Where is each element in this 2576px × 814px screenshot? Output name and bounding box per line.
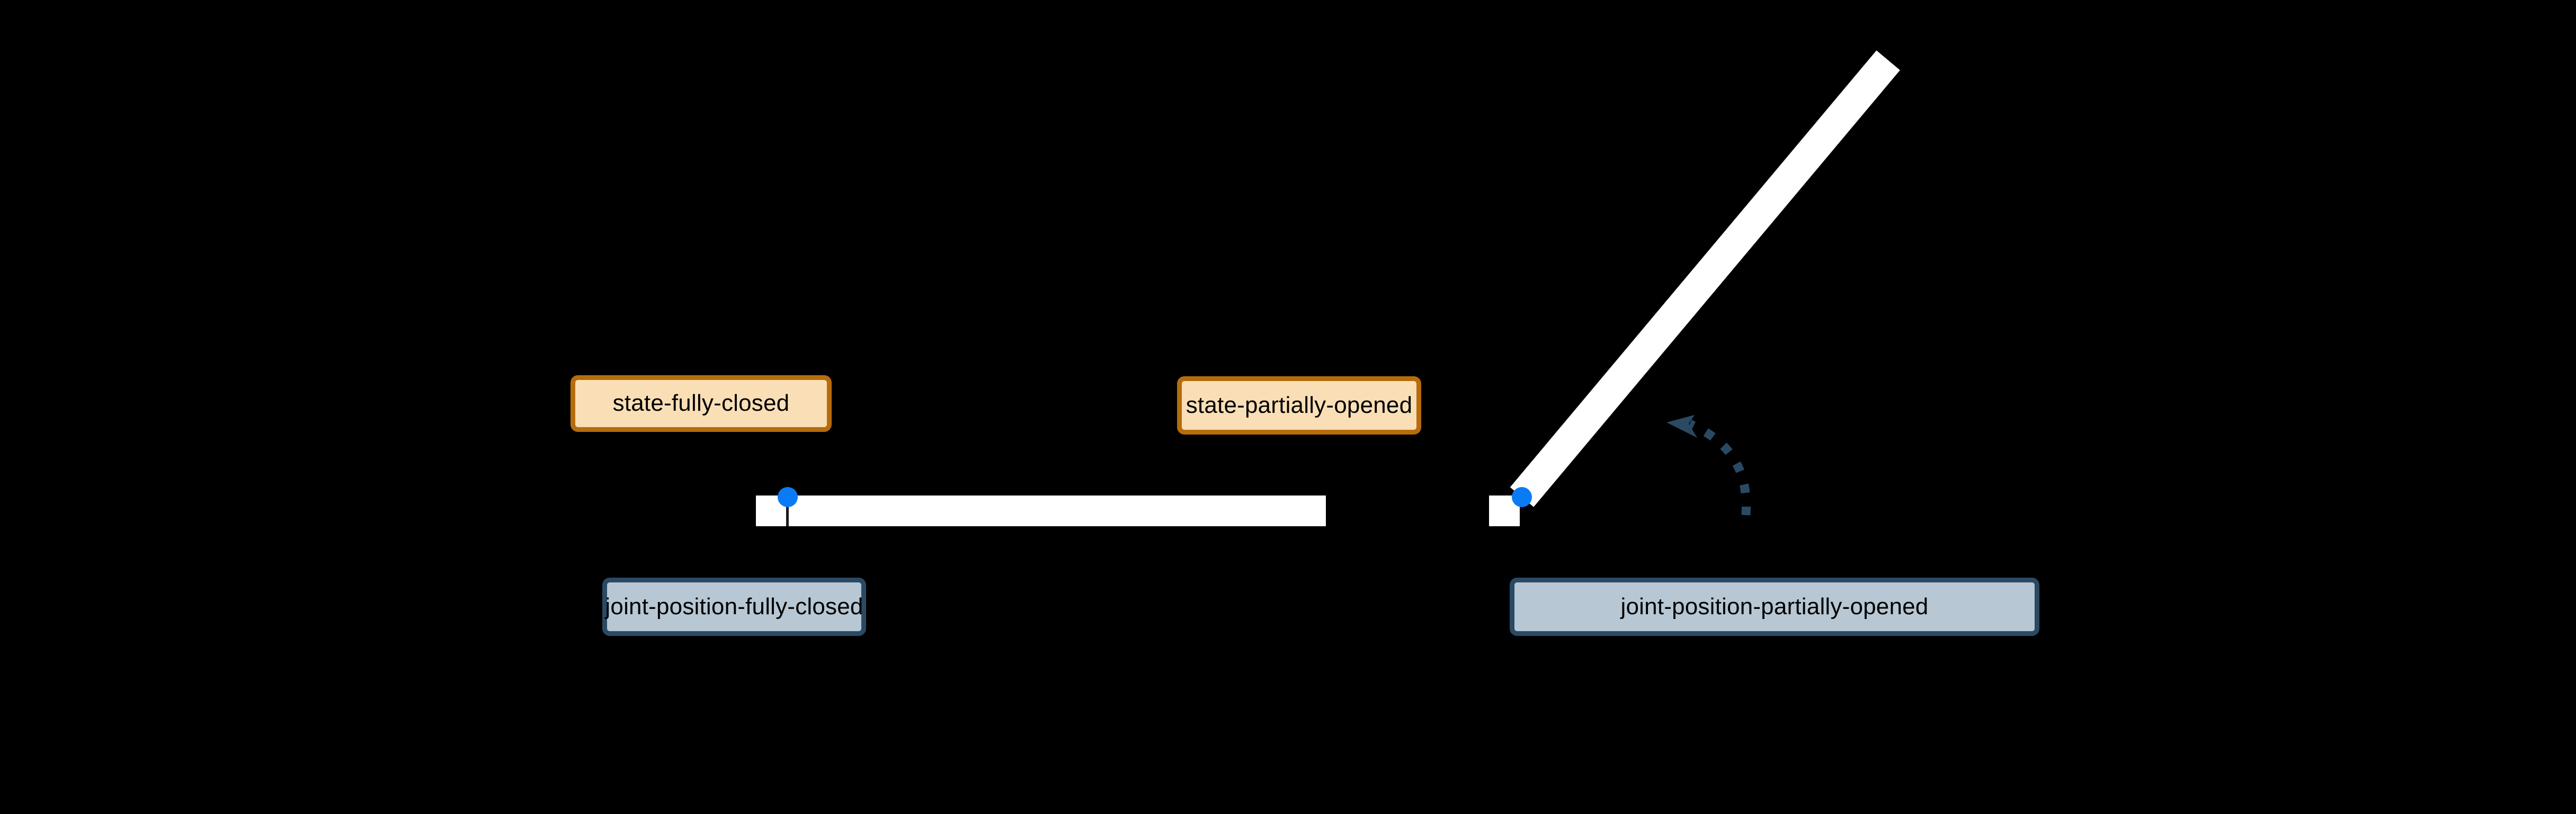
state-label-partially-opened: state-partially-opened	[1177, 376, 1421, 435]
joint-position-label-fully-closed-text: joint-position-fully-closed	[605, 593, 863, 620]
joint-dot-fully-closed	[778, 487, 798, 507]
state-label-fully-closed: state-fully-closed	[571, 375, 832, 432]
mechanism-bar-fully-closed	[756, 496, 1326, 526]
joint-position-label-fully-closed: joint-position-fully-closed	[602, 578, 866, 636]
rotation-direction-arrow-arc	[1688, 420, 1751, 516]
rotation-direction-arrow-head	[1666, 415, 1697, 438]
joint-dot-partially-opened	[1512, 487, 1532, 507]
joint-position-label-partially-opened-text: joint-position-partially-opened	[1620, 593, 1929, 620]
joint-position-label-partially-opened: joint-position-partially-opened	[1510, 578, 2039, 636]
state-label-partially-opened-text: state-partially-opened	[1186, 392, 1413, 418]
hinge-separator-line-fully-closed	[786, 496, 789, 526]
state-label-fully-closed-text: state-fully-closed	[612, 390, 790, 417]
